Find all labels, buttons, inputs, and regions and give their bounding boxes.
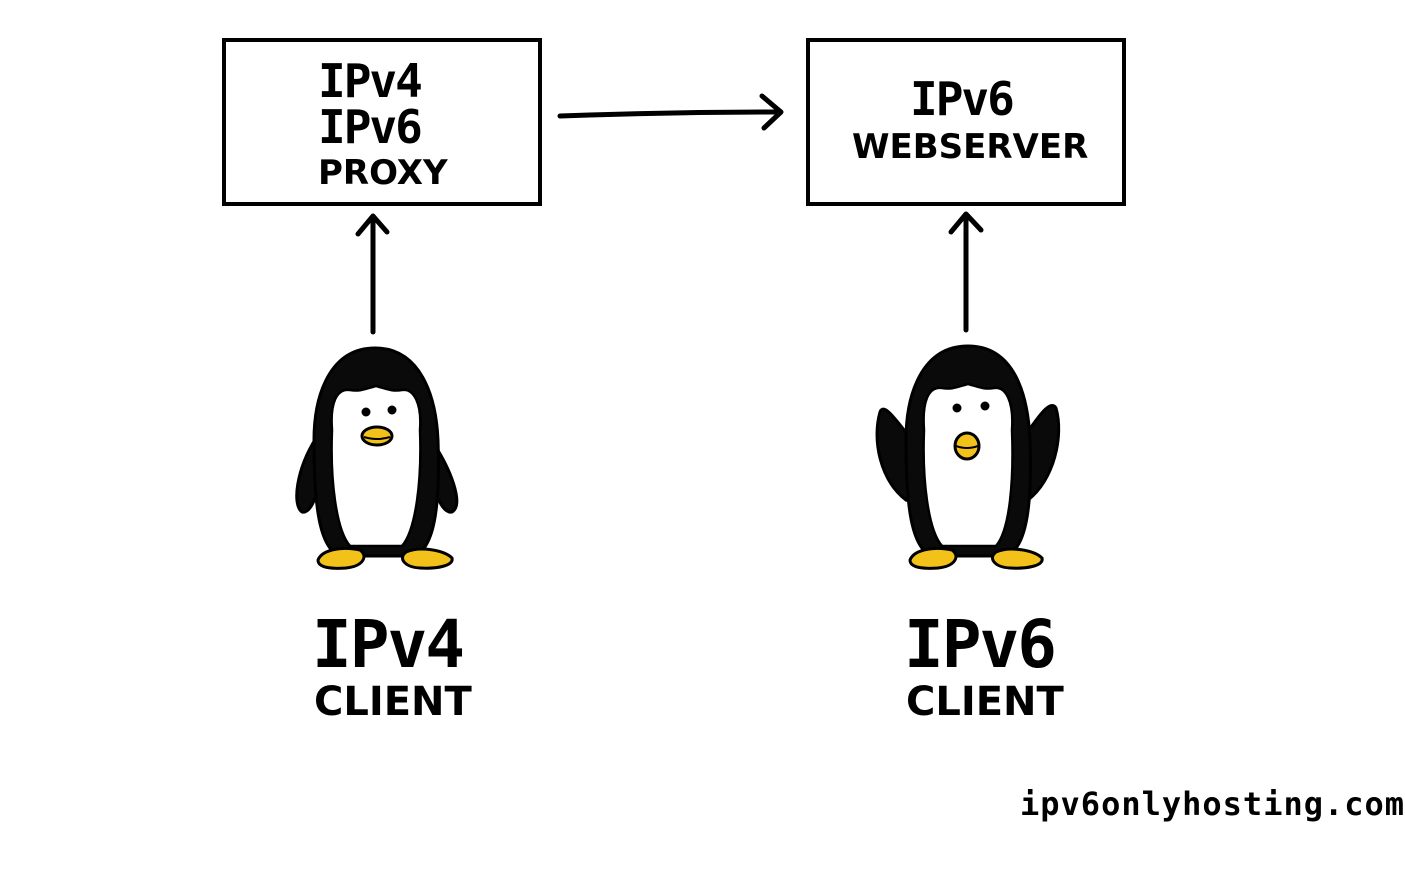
penguin-ipv6-icon [875,344,1061,570]
client-ipv6-protocol: IPv6 [904,606,1057,683]
arrow-ipv6-client-to-webserver [948,211,984,333]
webserver-box [806,38,1126,206]
client-ipv4-label: CLIENT [314,679,472,725]
proxy-line-ipv4: IPv4 [318,54,423,108]
arrow-proxy-to-webserver [557,93,784,131]
webserver-label: WEBSERVER [852,127,1089,167]
proxy-line-ipv6: IPv6 [318,100,423,154]
arrow-ipv4-client-to-proxy [355,213,390,335]
webserver-line-ipv6: IPv6 [910,72,1015,126]
client-ipv4-protocol: IPv4 [312,606,465,683]
watermark-text: ipv6onlyhosting.com [1020,785,1405,823]
penguin-ipv4-icon [295,346,459,570]
client-ipv6-label: CLIENT [906,679,1064,725]
proxy-box [222,38,542,206]
proxy-label: PROXY [318,153,448,193]
